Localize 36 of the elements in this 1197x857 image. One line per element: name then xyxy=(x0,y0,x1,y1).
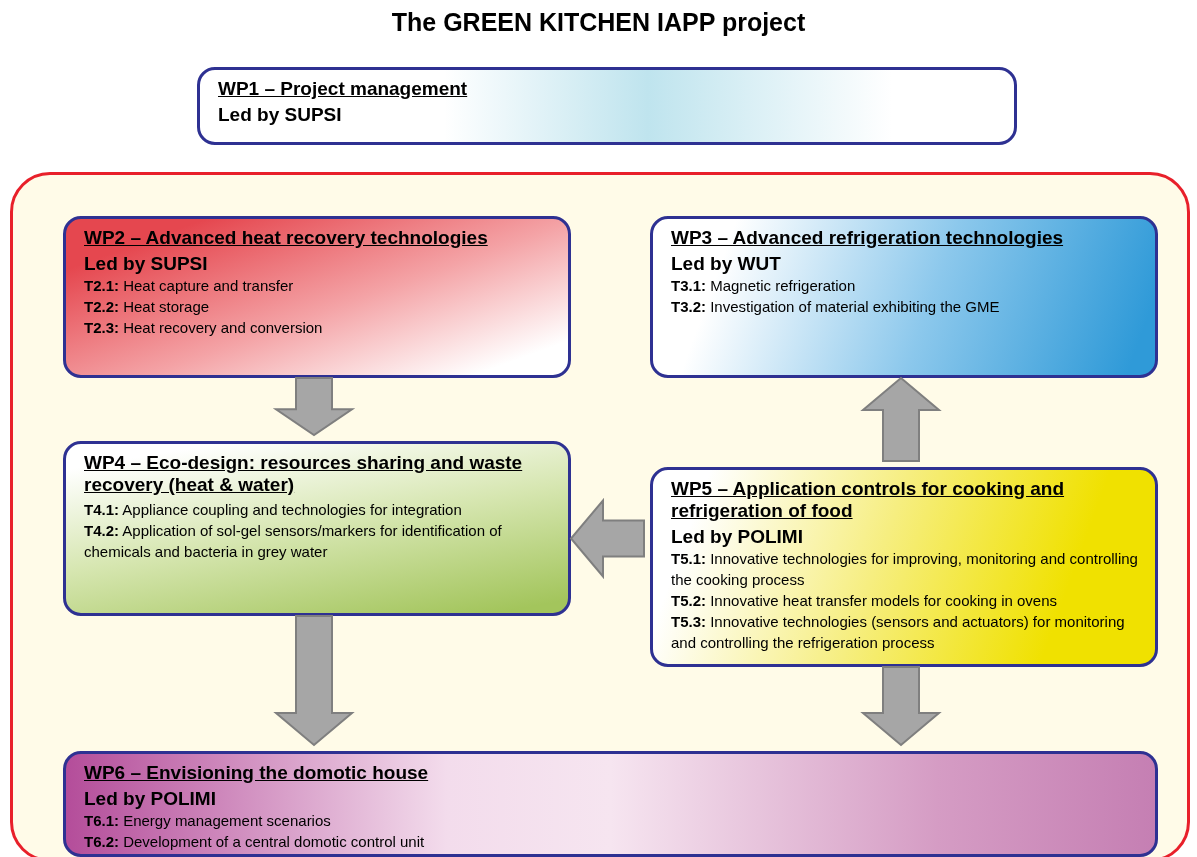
work-package-box xyxy=(650,216,1158,378)
block-arrow xyxy=(860,666,942,747)
work-package-box xyxy=(63,441,571,616)
work-package-title: WP2 – Advanced heat recovery technologies xyxy=(84,227,489,249)
task-text: T6.2: Development of a central domotic control unit xyxy=(84,832,426,852)
task-text: T5.2: Innovative heat transfer models for cooking in ovens xyxy=(671,591,1059,611)
task-text: T4.1: Appliance coupling and technologies for integration xyxy=(84,500,463,520)
lead-text: Led by POLIMI xyxy=(671,525,804,548)
diagram-title: The GREEN KITCHEN IAPP project xyxy=(390,8,807,37)
work-package-title: WP6 – Envisioning the domotic house xyxy=(84,762,430,784)
task-text: T2.3: Heat recovery and conversion xyxy=(84,318,324,338)
block-arrow xyxy=(273,615,355,747)
lead-text: Led by WUT xyxy=(671,252,782,275)
block-arrow xyxy=(569,497,645,580)
task-text: T3.1: Magnetic refrigeration xyxy=(671,276,857,296)
program-panel xyxy=(10,172,1190,857)
block-arrow xyxy=(272,377,356,437)
work-package-title: WP4 – Eco-design: resources sharing and waste recovery (heat & water) xyxy=(84,452,524,496)
task-text: T5.3: Innovative technologies (sensors and actuators) for monitoring and controlling the refrigeration process xyxy=(671,612,1126,653)
task-text: T4.2: Application of sol-gel sensors/markers for identification of chemicals and bacteria in grey water xyxy=(84,521,503,562)
lead-text: Led by SUPSI xyxy=(218,103,343,126)
task-text: T3.2: Investigation of material exhibiting the GME xyxy=(671,297,1001,317)
lead-text: Led by POLIMI xyxy=(84,787,217,810)
task-text: T2.2: Heat storage xyxy=(84,297,211,317)
work-package-title: WP3 – Advanced refrigeration technologies xyxy=(671,227,1065,249)
work-package-box xyxy=(650,467,1158,667)
task-text: T6.1: Energy management scenarios xyxy=(84,811,332,831)
lead-text: Led by SUPSI xyxy=(84,252,209,275)
work-package-box xyxy=(197,67,1017,145)
work-package-box xyxy=(63,751,1158,857)
work-package-title: WP5 – Application controls for cooking and refrigeration of food xyxy=(671,478,1066,522)
work-package-box xyxy=(63,216,571,378)
work-package-title: WP1 – Project management xyxy=(218,78,469,100)
block-arrow xyxy=(860,376,942,462)
task-text: T2.1: Heat capture and transfer xyxy=(84,276,295,296)
task-text: T5.1: Innovative technologies for improving, monitoring and controlling the cooking process xyxy=(671,549,1139,590)
